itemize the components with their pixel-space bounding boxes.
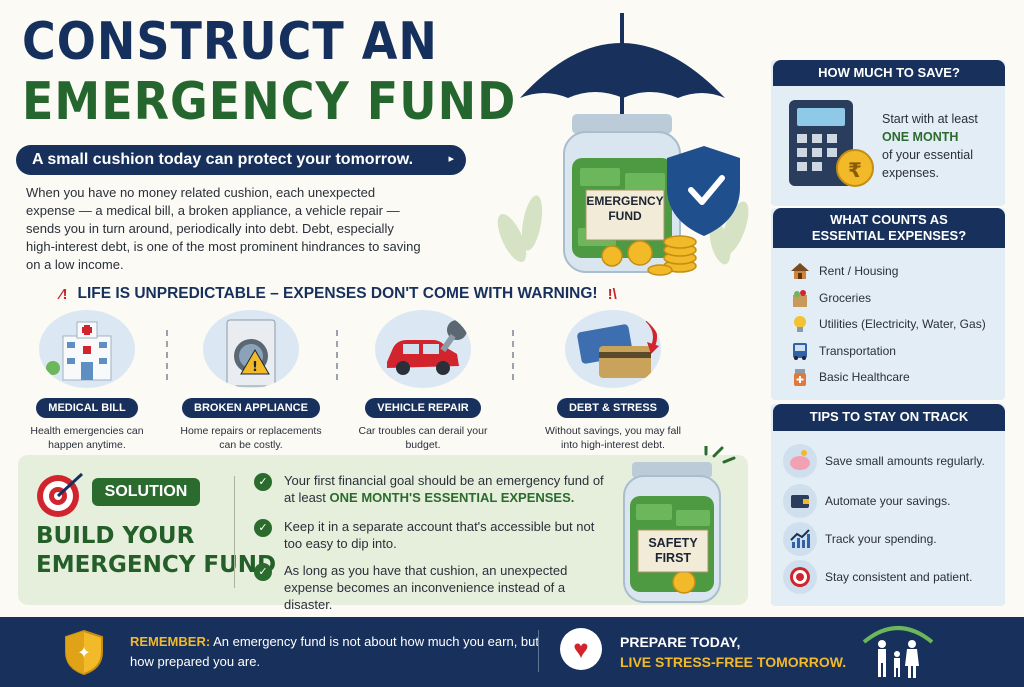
tip-item: Automate your savings. [783,484,950,518]
target-icon [783,560,817,594]
life-heading: ⁄! LIFE IS UNPREDICTABLE – EXPENSES DON'… [60,285,617,303]
divider [336,330,338,380]
arrow-right-icon: ▸ [448,153,454,165]
essential-item: Rent / Housing [790,261,898,281]
card-desc: Health emergencies can happen anytime. [30,425,144,451]
card-desc: Home repairs or replacements can be cost… [180,425,322,451]
card-medical-bill: MEDICAL BILL Health emergencies can happ… [12,310,162,452]
title-line-1: CONSTRUCT AN [22,10,438,72]
card-desc: Car troubles can derail your budget. [358,425,488,451]
card-label: VEHICLE REPAIR [365,398,481,418]
tip-item: Stay consistent and patient. [783,560,972,594]
divider [166,330,168,380]
jar-label: EMERGENCY FUND [586,194,664,223]
rupee-coin-icon: ₹ [848,160,862,182]
shield-check-icon [667,146,740,236]
card-label: DEBT & STRESS [556,398,669,418]
piggy-bank-icon [783,444,817,478]
solution-point-3: ✓ As long as you have that cushion, an u… [254,562,614,613]
remember-text: REMEMBER: An emergency fund is not about… [130,634,539,669]
svg-text:!: ! [252,360,258,375]
card-label: BROKEN APPLIANCE [182,398,320,418]
essential-item: Groceries [790,288,871,308]
car-wrench-icon [375,310,471,388]
solution-point-2: ✓ Keep it in a separate account that's a… [254,518,614,552]
card-debt-stress: DEBT & STRESS Without savings, you may f… [538,310,688,452]
wallet-icon [783,484,817,518]
plant-icon [497,195,749,265]
medicine-icon [790,367,810,387]
bulb-icon [790,314,810,334]
card-label: MEDICAL BILL [36,398,138,418]
svg-text:✦: ✦ [77,643,90,662]
divider [538,630,539,672]
divider [512,330,514,380]
essential-item: Transportation [790,341,896,361]
essential-item: Utilities (Electricity, Water, Gas) [790,314,986,334]
check-icon: ✓ [254,519,272,537]
grocery-bag-icon [790,288,810,308]
hospital-icon [39,310,135,388]
tip-item: Track your spending. [783,522,937,556]
washing-machine-icon: ! [203,310,299,388]
footer-bar [0,617,1024,687]
tips-heading: TIPS TO STAY ON TRACK [773,404,1005,431]
tagline-banner: A small cushion today can protect your t… [16,145,466,175]
check-icon: ✓ [254,473,272,491]
prepare-text: PREPARE TODAY, LIVE STRESS-FREE TOMORROW… [620,634,847,670]
house-icon [790,261,810,281]
umbrella-jar-illustration [497,13,749,276]
alert-burst-icon: !\ [607,285,617,303]
family-umbrella-icon [862,626,934,678]
coin-stack-icon [647,235,697,276]
solution-point-1: ✓ Your first financial goal should be an… [254,472,614,506]
card-broken-appliance: ! BROKEN APPLIANCE Home repairs or repla… [176,310,326,452]
chart-icon [783,522,817,556]
tagline-text: A small cushion today can protect your t… [32,151,414,168]
heart-icon: ♥ [560,628,602,670]
intro-paragraph: When you have no money related cushion, … [26,185,421,272]
target-icon [37,472,84,517]
safety-jar-illustration [623,446,736,603]
card-vehicle-repair: VEHICLE REPAIR Car troubles can derail y… [348,310,498,452]
jar-icon [563,114,681,273]
solution-heading: BUILD YOUR EMERGENCY FUND [36,523,277,578]
umbrella-icon [520,13,725,128]
shield-icon: ✦ [65,629,103,676]
essential-item: Basic Healthcare [790,367,910,387]
check-icon: ✓ [254,563,272,581]
card-desc: Without savings, you may fall into high-… [545,425,681,451]
divider [234,476,235,588]
solution-badge: SOLUTION [92,478,200,506]
safety-jar-label: SAFETY FIRST [648,536,698,565]
credit-card-icon [565,310,661,388]
calculator-icon [789,100,874,187]
bus-icon [790,341,810,361]
essentials-heading: WHAT COUNTS AS ESSENTIAL EXPENSES? [773,208,1005,248]
tip-item: Save small amounts regularly. [783,444,985,478]
save-heading: HOW MUCH TO SAVE? [773,60,1005,86]
alert-burst-icon: ⁄! [60,285,68,303]
title-line-2: EMERGENCY FUND [22,70,517,132]
save-text: Start with at least ONE MONTH of your es… [882,112,978,180]
